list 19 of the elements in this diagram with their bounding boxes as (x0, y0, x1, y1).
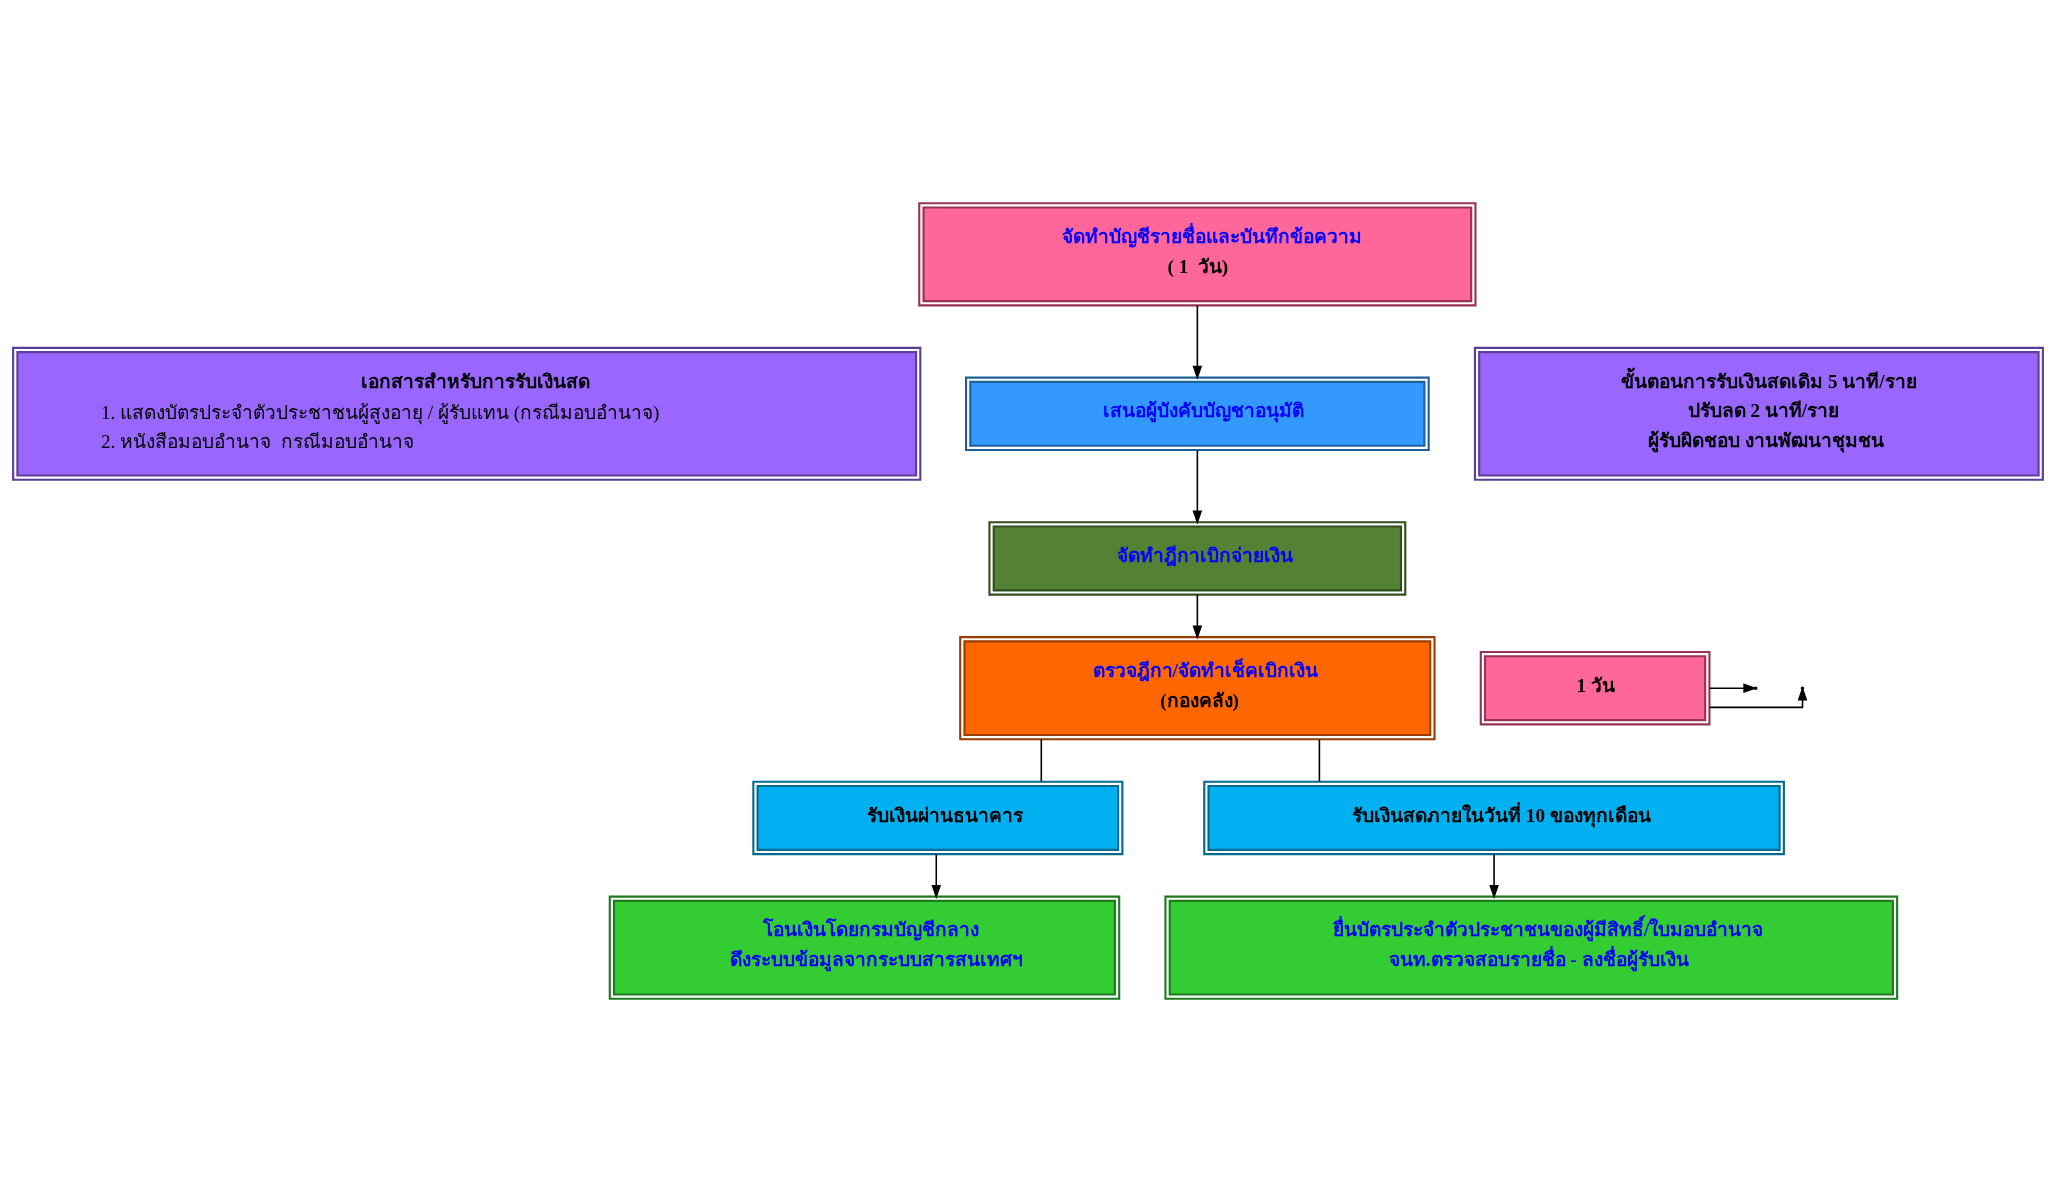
node-box: เสนอผู้บังคับบัญชาอนุมัติ (965, 376, 1430, 452)
arrow (931, 853, 942, 899)
arrow (1708, 683, 1758, 694)
node-box: ขั้นตอนการรับเงินสดเดิม 5 นาที/ราย ปรับลด 2 นาที/ราย ผู้รับผิดชอบ งานพัฒนาชุมชน (1473, 346, 2044, 481)
connector (1318, 738, 1321, 783)
node-box: ตรวจฎีกา/จัดทำเช็คเบิกเงิน (กองคลัง) (959, 636, 1436, 741)
node-box: รับเงินสดภายในวันที่ 10 ของทุกเดือน (1203, 780, 1785, 856)
node-box: รับเงินผ่านธนาคาร (752, 780, 1124, 856)
node-box: จัดทำฎีกาเบิกจ่ายเงิน (988, 521, 1407, 596)
arrow (1489, 853, 1499, 899)
arrow (1192, 594, 1203, 640)
node-box: จัดทำบัญชีรายชื่อและบันทึกข้อความ ( 1 วัน) (918, 202, 1477, 307)
node-box: เอกสารสำหรับการรับเงินสด 1. แสดงบัตรประจำตัวประชาชนผู้สูงอายุ / ผู้รับแทน (กรณีมอบอำนาจ) 2. หนังสือมอบอำนาจ กรณีมอบอำนาจ (12, 346, 922, 481)
arrow (1192, 304, 1203, 380)
arrow (1192, 449, 1203, 525)
node-box: 1 วัน (1479, 651, 1711, 726)
connector (1040, 738, 1043, 783)
node-box: ยื่นบัตรประจำตัวประชาชนของผู้มีสิทธิ์/ใบมอบอำนาจ จนท.ตรวจสอบรายชื่อ - ลงชื่อผู้รับเงิน (1164, 895, 1899, 1000)
node-box: โอนเงินโดยกรมบัญชีกลาง ดึงระบบข้อมูลจากระบบสารสนเทศฯ (608, 895, 1121, 1000)
